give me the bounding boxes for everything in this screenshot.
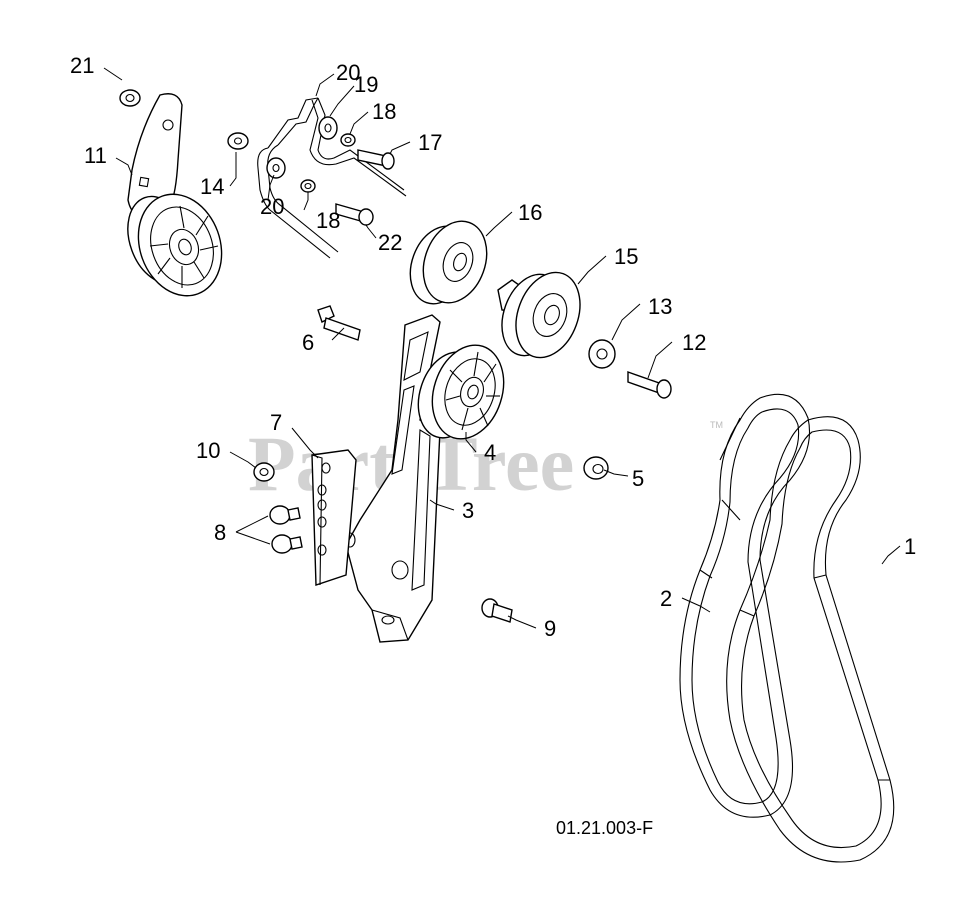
bolt-part-8-lower (271, 534, 303, 554)
callout-14: 14 (200, 174, 224, 199)
callout-4: 4 (484, 440, 496, 465)
belt-part-1 (726, 416, 895, 863)
callout-1: 1 (904, 534, 916, 559)
callout-13: 13 (648, 294, 672, 319)
bolt-part-22 (335, 203, 374, 226)
pulley-part-4 (417, 344, 505, 440)
callout-8: 8 (214, 520, 226, 545)
drawing-code: 01.21.003-F (556, 818, 653, 838)
bolt-part-17 (357, 149, 395, 170)
watermark-trademark: TM (710, 420, 723, 430)
bolt-part-9 (481, 598, 513, 623)
bolt-part-8-upper (269, 505, 301, 525)
callout-6: 6 (302, 330, 314, 355)
belt-part-2 (679, 393, 811, 818)
nut-part-18-lower (300, 179, 316, 193)
nut-part-21 (119, 89, 141, 107)
callout-22: 22 (378, 230, 402, 255)
callout-12: 12 (682, 330, 706, 355)
callout-18-upper: 18 (372, 99, 396, 124)
callout-20-lower: 20 (260, 194, 284, 219)
washer-part-20-upper (318, 116, 338, 140)
idler-pulley-on-arm (127, 193, 223, 297)
callout-21: 21 (70, 53, 94, 78)
bolt-part-12 (627, 371, 672, 399)
nut-part-5 (583, 456, 609, 480)
callout-9: 9 (544, 616, 556, 641)
idler-bracket-part-3 (344, 314, 441, 643)
callout-11: 11 (84, 143, 107, 168)
callout-18-lower: 18 (316, 208, 340, 233)
callout-5: 5 (632, 466, 644, 491)
callout-2: 2 (660, 586, 672, 611)
nut-part-10 (253, 462, 275, 482)
bolt-part-6 (317, 305, 361, 341)
washer-part-14 (227, 132, 249, 150)
leader-lines (103, 67, 901, 629)
callout-7: 7 (270, 410, 282, 435)
callout-3: 3 (462, 498, 474, 523)
spacer-part-13 (588, 339, 616, 369)
callout-10: 10 (196, 438, 220, 463)
pulley-part-15 (497, 271, 581, 359)
callout-19: 20 (336, 60, 360, 85)
linkage-rod-part-19 (257, 97, 407, 259)
nut-part-18-upper (340, 133, 356, 147)
callout-15: 15 (614, 244, 638, 269)
pulley-part-16 (409, 220, 488, 305)
callout-20-upper: 19 (354, 72, 378, 97)
callout-17: 17 (418, 130, 442, 155)
mounting-plate-part-7 (311, 449, 357, 586)
washer-part-20-lower (266, 157, 286, 179)
callout-16: 16 (518, 200, 542, 225)
